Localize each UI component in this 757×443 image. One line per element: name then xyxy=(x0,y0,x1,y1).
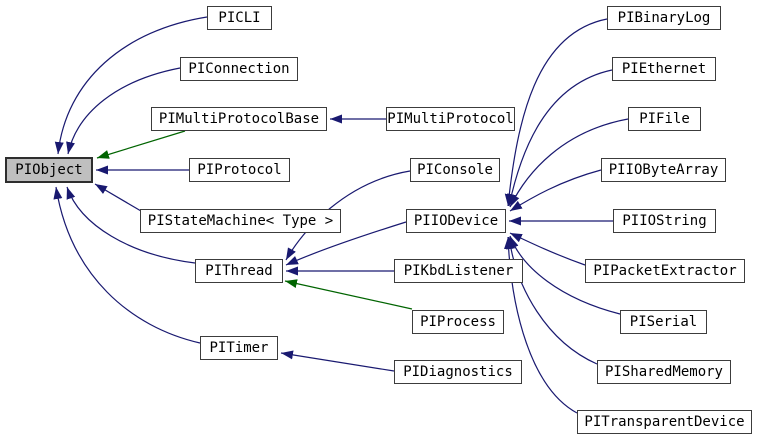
node-pibinarylog[interactable]: PIBinaryLog xyxy=(607,6,721,30)
node-pistatemachine[interactable]: PIStateMachine< Type > xyxy=(140,209,341,233)
edge-piprocess-to-pithread xyxy=(284,279,413,310)
edge-piconsole-to-pithread xyxy=(285,170,411,261)
edge-pidiagnostics-to-pitimer xyxy=(280,350,395,372)
node-piconnection[interactable]: PIConnection xyxy=(180,57,298,81)
node-piiodevice[interactable]: PIIODevice xyxy=(406,209,506,233)
edge-pithread-to-piobject xyxy=(66,186,196,264)
node-pifile[interactable]: PIFile xyxy=(628,107,701,131)
edge-piiobytearray-to-piiodevice xyxy=(509,169,602,212)
node-pidiagnostics[interactable]: PIDiagnostics xyxy=(394,360,522,384)
edge-pisharedmemory-to-piiodevice xyxy=(506,236,598,365)
node-piethernet[interactable]: PIEthernet xyxy=(612,57,716,81)
edge-pistatemachine-to-piobject xyxy=(94,183,142,212)
node-pithread[interactable]: PIThread xyxy=(195,259,283,283)
node-piconsole[interactable]: PIConsole xyxy=(410,158,500,182)
edge-pimultiprotocolbase-to-piobject xyxy=(96,130,186,159)
node-pipacketextractor[interactable]: PIPacketExtractor xyxy=(585,259,745,283)
edge-piconnection-to-piobject xyxy=(66,67,181,155)
node-piserial[interactable]: PISerial xyxy=(620,310,707,334)
edge-piethernet-to-piiodevice xyxy=(507,69,613,207)
edge-pibinarylog-to-piiodevice xyxy=(504,18,608,207)
edge-picli-to-piobject xyxy=(54,16,208,155)
node-piiostring[interactable]: PIIOString xyxy=(613,209,716,233)
node-piobject: PIObject xyxy=(5,157,93,183)
edge-piserial-to-piiodevice xyxy=(509,235,621,315)
node-picli[interactable]: PICLI xyxy=(207,6,272,30)
node-pimultiprotocol[interactable]: PIMultiProtocol xyxy=(386,107,515,131)
node-pisharedmemory[interactable]: PISharedMemory xyxy=(597,360,731,384)
node-piiobytearray[interactable]: PIIOByteArray xyxy=(601,158,726,182)
node-piprotocol[interactable]: PIProtocol xyxy=(189,158,290,182)
edge-piiodevice-to-pithread xyxy=(285,221,407,266)
edge-pitimer-to-piobject xyxy=(53,186,201,344)
node-pitimer[interactable]: PITimer xyxy=(200,336,278,360)
node-pimultiprotocolbase[interactable]: PIMultiProtocolBase xyxy=(151,107,327,131)
node-piprocess[interactable]: PIProcess xyxy=(412,310,504,334)
edge-pifile-to-piiodevice xyxy=(509,118,629,208)
node-pikbdlistener[interactable]: PIKbdListener xyxy=(394,259,523,283)
node-pitransparentdevice[interactable]: PITransparentDevice xyxy=(577,410,752,434)
